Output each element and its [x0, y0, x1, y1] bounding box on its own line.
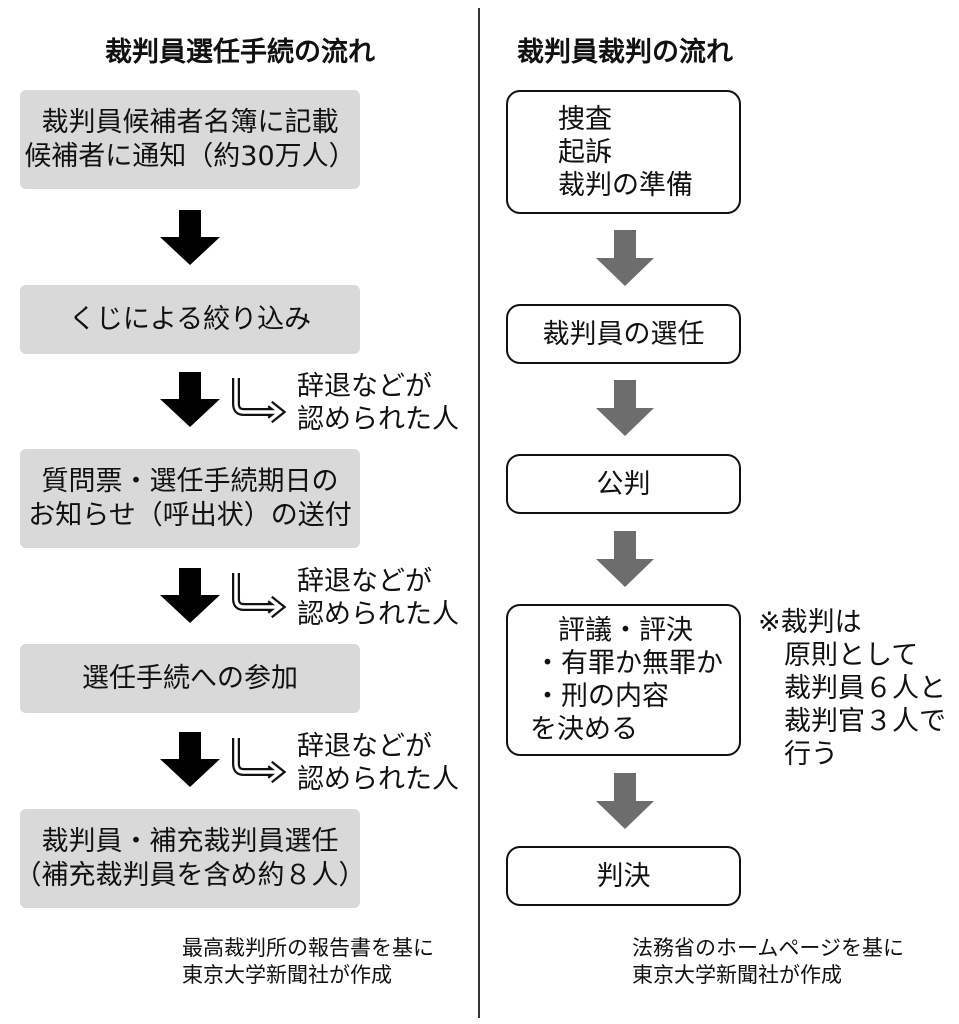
step-line: 選任手続への参加	[82, 662, 298, 694]
step-trial: 公判	[506, 454, 741, 514]
note-line: ※裁判は	[758, 607, 862, 638]
down-arrow-icon	[596, 531, 654, 587]
step-line: ・有罪か無罪か	[534, 648, 723, 679]
step-line: 裁判員・補充裁判員選任	[41, 825, 339, 857]
credit-line: 東京大学新聞社が作成	[632, 963, 842, 987]
down-arrow-icon	[596, 380, 654, 436]
step-line: くじによる絞り込み	[68, 303, 312, 335]
down-arrow-icon	[160, 568, 220, 623]
right-source-credit: 法務省のホームページを基に 東京大学新聞社が作成	[632, 935, 904, 989]
note-line: 行う	[784, 739, 838, 770]
down-arrow-icon	[596, 773, 654, 829]
credit-line: 法務省のホームページを基に	[632, 936, 904, 960]
excluded-note: 辞退などが 認められた人	[297, 730, 459, 796]
step-verdict: 判決	[506, 846, 741, 906]
step-investigation: 捜査 起訴 裁判の準備	[506, 90, 741, 214]
step-line: 起訴	[558, 136, 612, 168]
step-line: 裁判の準備	[558, 169, 693, 201]
credit-line: 最高裁判所の報告書を基に	[182, 936, 434, 960]
step-questionnaire: 質問票・選任手続期日の お知らせ（呼出状）の送付	[20, 449, 360, 548]
step-selection-participation: 選任手続への参加	[20, 644, 360, 713]
right-title: 裁判員裁判の流れ	[517, 37, 733, 68]
step-line: ・刑の内容	[534, 681, 669, 712]
branch-arrow-icon	[232, 738, 287, 784]
excluded-line: 認められた人	[297, 764, 459, 795]
note-line: 原則として	[784, 640, 919, 671]
excluded-line: 認められた人	[297, 404, 459, 435]
deliberation-note: ※裁判は 原則として 裁判員６人と 裁判官３人で 行う	[758, 606, 946, 771]
excluded-line: 辞退などが	[297, 566, 432, 597]
step-line: を決める	[530, 714, 638, 745]
step-line: 公判	[596, 468, 651, 500]
step-candidate-list: 裁判員候補者名簿に記載 候補者に通知（約30万人）	[20, 90, 360, 189]
excluded-line: 認められた人	[297, 599, 459, 630]
step-line: 捜査	[558, 103, 612, 135]
excluded-line: 辞退などが	[297, 731, 432, 762]
down-arrow-icon	[160, 210, 220, 265]
step-line: 判決	[596, 860, 651, 892]
excluded-note: 辞退などが 認められた人	[297, 370, 459, 436]
left-source-credit: 最高裁判所の報告書を基に 東京大学新聞社が作成	[182, 935, 434, 989]
step-line: 裁判員の選任	[542, 318, 705, 350]
step-lottery: くじによる絞り込み	[20, 285, 360, 354]
note-line: 裁判官３人で	[784, 706, 946, 737]
step-line: 裁判員候補者名簿に記載	[41, 106, 339, 138]
down-arrow-icon	[160, 372, 220, 427]
step-juror-appointment: 裁判員・補充裁判員選任 （補充裁判員を含め約８人）	[15, 809, 366, 908]
note-line: 裁判員６人と	[784, 673, 946, 704]
excluded-line: 辞退などが	[297, 371, 432, 402]
step-juror-selection: 裁判員の選任	[506, 304, 741, 364]
excluded-note: 辞退などが 認められた人	[297, 565, 459, 631]
left-title: 裁判員選任手続の流れ	[105, 37, 375, 68]
branch-arrow-icon	[232, 573, 287, 619]
credit-line: 東京大学新聞社が作成	[182, 963, 392, 987]
branch-arrow-icon	[232, 378, 287, 424]
down-arrow-icon	[160, 732, 220, 787]
step-line: 候補者に通知（約30万人）	[24, 140, 356, 172]
step-deliberation: 評議・評決 ・有罪か無罪か ・刑の内容 を決める	[506, 604, 741, 756]
column-divider	[478, 8, 480, 1018]
step-line: 評議・評決	[558, 615, 693, 646]
down-arrow-icon	[596, 230, 654, 286]
step-line: （補充裁判員を含め約８人）	[14, 859, 366, 891]
step-line: 質問票・選任手続期日の	[41, 465, 339, 497]
step-line: お知らせ（呼出状）の送付	[28, 499, 352, 531]
